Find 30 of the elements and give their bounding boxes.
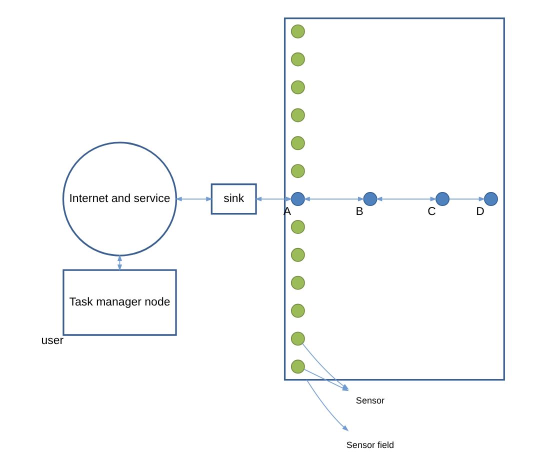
arrow <box>375 196 436 202</box>
node-circle <box>290 304 304 318</box>
node-circle <box>290 248 304 262</box>
arrow <box>254 196 292 202</box>
arrow <box>174 196 212 202</box>
node-box: sink <box>210 183 256 215</box>
node-circle <box>290 332 304 346</box>
node-box: Task manager node <box>62 269 176 336</box>
node-circle <box>290 220 304 234</box>
node-circle <box>290 108 304 122</box>
node-label: D <box>476 206 484 218</box>
node-label: B <box>355 206 363 218</box>
node-label: user <box>40 335 64 348</box>
node-text: Sensor field <box>346 440 394 450</box>
node-circle <box>290 52 304 66</box>
node-text: Sensor <box>355 395 384 406</box>
node-circle <box>290 136 304 150</box>
node-circle <box>290 24 304 38</box>
node-circle <box>484 192 498 206</box>
node-circle <box>290 360 304 374</box>
node-circle: Internet and service <box>62 142 177 256</box>
node-circle <box>290 164 304 178</box>
node-circle <box>290 276 304 290</box>
arrow <box>448 196 485 202</box>
node-circle <box>362 192 377 206</box>
arrow <box>302 196 364 202</box>
node-label: C <box>427 206 436 218</box>
node-circle <box>290 192 304 206</box>
node-circle <box>290 80 304 94</box>
node-circle <box>435 192 449 206</box>
